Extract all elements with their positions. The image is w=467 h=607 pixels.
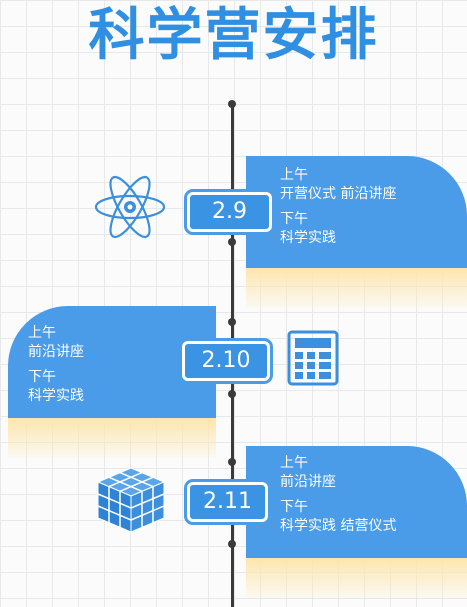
card-shadow — [8, 418, 216, 458]
cube-icon — [96, 467, 166, 533]
afternoon-label: 下午 — [280, 499, 308, 515]
morning-label: 上午 — [280, 167, 308, 183]
afternoon-label: 下午 — [280, 211, 308, 227]
morning-label: 上午 — [280, 455, 308, 471]
atom-icon — [94, 175, 166, 239]
timeline-dot — [228, 458, 236, 466]
morning-label: 上午 — [28, 325, 56, 341]
afternoon-activities: 科学实践 — [28, 388, 84, 404]
morning-activities: 前沿讲座 — [28, 344, 84, 360]
morning-activities: 前沿讲座 — [280, 474, 336, 490]
schedule-card-day1: 上午 开营仪式 前沿讲座 下午 科学实践 — [246, 156, 467, 268]
timeline-dot — [228, 318, 236, 326]
afternoon-activities: 科学实践 — [280, 230, 336, 246]
afternoon-label: 下午 — [28, 369, 56, 385]
afternoon-activities: 科学实践 结营仪式 — [280, 518, 397, 534]
card-shadow — [246, 268, 467, 308]
calculator-icon — [287, 330, 339, 386]
date-badge-day3: 2.11 — [187, 482, 268, 522]
card-shadow — [246, 558, 467, 598]
schedule-card-day2: 上午 前沿讲座 下午 科学实践 — [8, 306, 216, 418]
schedule-card-day3: 上午 前沿讲座 下午 科学实践 结营仪式 — [246, 446, 467, 558]
timeline-dot — [228, 238, 236, 246]
date-badge-day2: 2.10 — [182, 341, 270, 381]
timeline-dot — [228, 390, 236, 398]
morning-activities: 开营仪式 前沿讲座 — [280, 186, 397, 202]
page-title: 科学营安排 — [88, 3, 379, 68]
date-badge-day1: 2.9 — [187, 192, 272, 232]
timeline-dot — [228, 100, 236, 108]
timeline-dot — [228, 540, 236, 548]
